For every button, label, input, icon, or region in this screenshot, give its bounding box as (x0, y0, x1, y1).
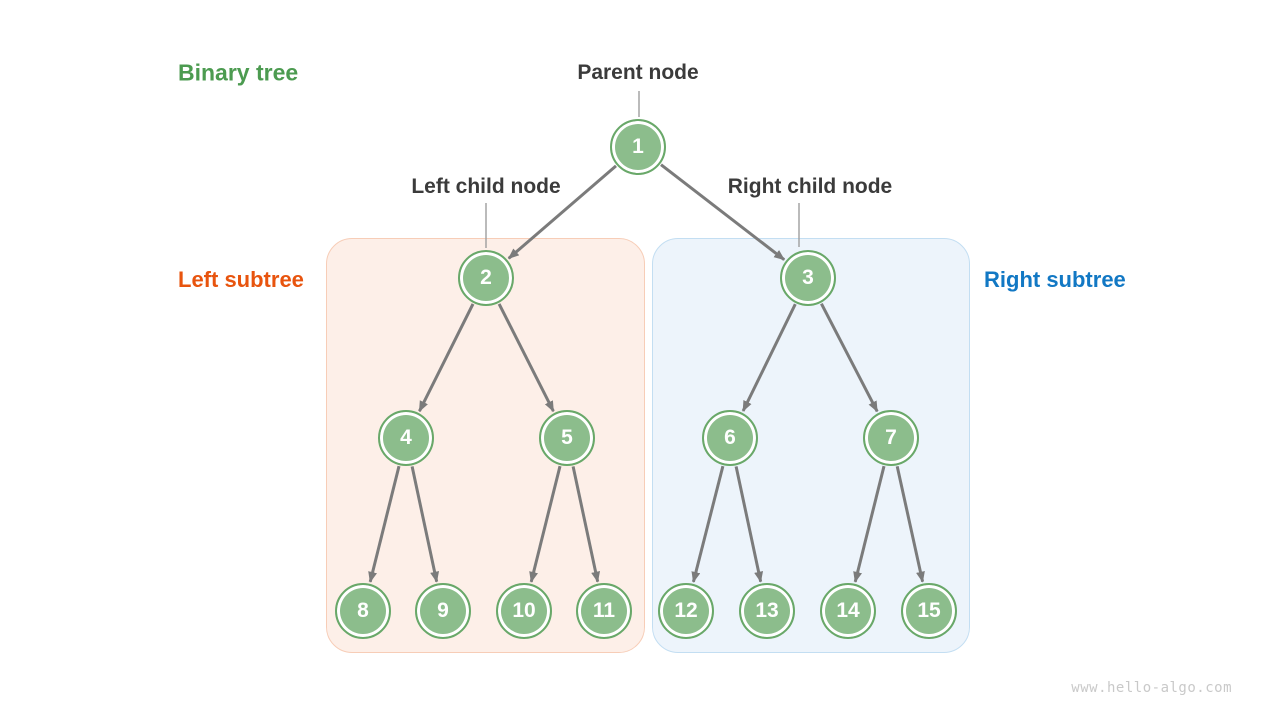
tree-node-8: 8 (335, 583, 391, 639)
tree-node-11: 11 (576, 583, 632, 639)
tree-node-15: 15 (901, 583, 957, 639)
right-subtree-label: Right subtree (984, 267, 1126, 292)
left-subtree-label: Left subtree (178, 267, 304, 292)
tree-node-6: 6 (702, 410, 758, 466)
tree-node-12: 12 (658, 583, 714, 639)
parent-node-label: Parent node (577, 61, 699, 84)
right-child-node-label: Right child node (727, 175, 893, 198)
tree-node-9: 9 (415, 583, 471, 639)
tree-node-13: 13 (739, 583, 795, 639)
left-child-node-label: Left child node (411, 175, 561, 198)
tree-node-2: 2 (458, 250, 514, 306)
watermark: www.hello-algo.com (1071, 680, 1232, 696)
tree-node-10: 10 (496, 583, 552, 639)
diagram-title: Binary tree (178, 59, 299, 86)
tree-node-3: 3 (780, 250, 836, 306)
tree-node-5: 5 (539, 410, 595, 466)
tree-node-1: 1 (610, 119, 666, 175)
tree-node-4: 4 (378, 410, 434, 466)
tree-node-14: 14 (820, 583, 876, 639)
tree-node-7: 7 (863, 410, 919, 466)
